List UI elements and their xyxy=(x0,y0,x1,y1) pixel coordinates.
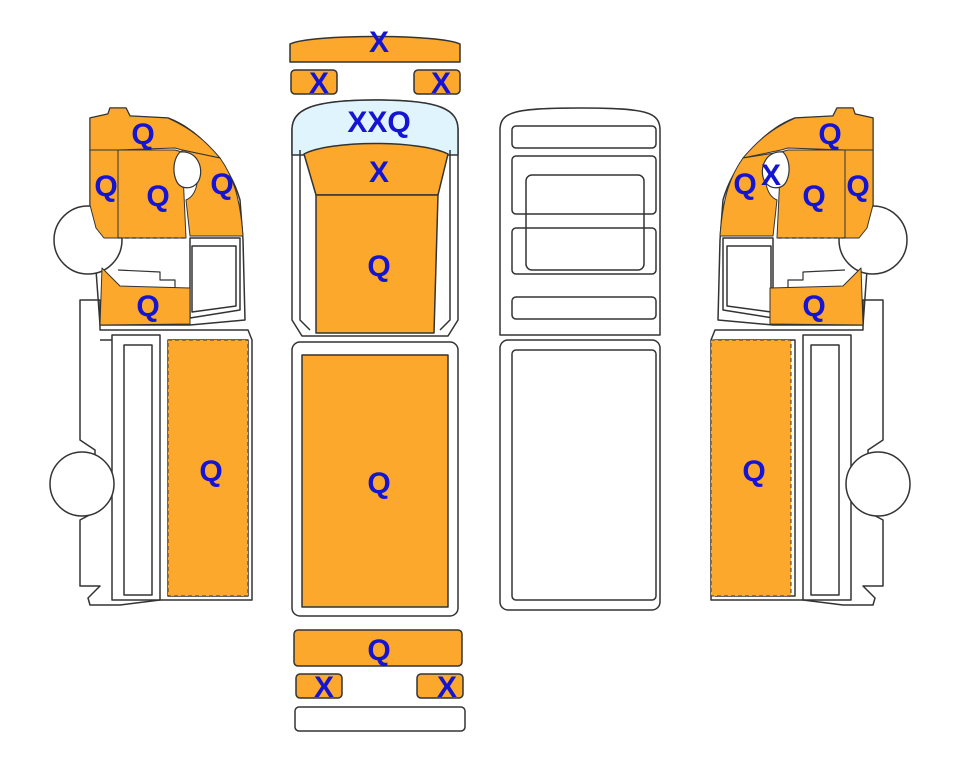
front-bumper xyxy=(289,35,461,63)
right-cab-front-label: Q xyxy=(846,170,869,203)
right-body-panel xyxy=(710,339,792,597)
left-cab-door-upper-label: Q xyxy=(146,180,169,213)
right-cab-door-lower-panel xyxy=(769,267,864,326)
left-cab-front-label: Q xyxy=(94,170,117,203)
plan-cab-outline xyxy=(499,107,661,336)
cargo-roof-label: Q xyxy=(367,467,390,500)
left-cab-door-lower-panel xyxy=(99,267,191,326)
front-left-corner-label: X xyxy=(309,67,329,100)
right-cab-top-panel xyxy=(742,107,874,159)
plan-cargo-outline xyxy=(499,339,661,611)
front-right-corner-label: X xyxy=(431,67,451,100)
windshield-label: XXQ xyxy=(347,106,410,139)
left-cab-door-upper-panel xyxy=(117,149,187,239)
plan-view xyxy=(499,107,661,611)
rear-left-corner-label: X xyxy=(314,671,334,704)
hood xyxy=(303,142,449,196)
right-rear-wheel xyxy=(845,451,911,517)
right-cab-top-label: Q xyxy=(818,118,841,151)
cab-roof-label: Q xyxy=(367,250,390,283)
left-cab-door-lower-label: Q xyxy=(136,290,159,323)
right-cab-window-q-label: Q xyxy=(733,168,756,201)
front-bumper-label: X xyxy=(369,26,389,59)
hood-label: X xyxy=(369,156,389,189)
right-cab-window-x-label: X xyxy=(761,159,781,192)
rear-bumper xyxy=(293,629,463,667)
cab-roof xyxy=(315,194,439,334)
windshield xyxy=(291,99,459,156)
left-rear-wheel xyxy=(49,451,115,517)
rear-left-corner xyxy=(295,673,343,699)
left-cab-top-label: Q xyxy=(131,118,154,151)
left-body-rail-inner xyxy=(123,344,153,596)
rear-step xyxy=(294,706,466,732)
damage-labels: Q Q Q Q Q Q X X X XXQ X Q Q Q X X Q Q X … xyxy=(94,26,869,704)
left-cab-door-frame xyxy=(191,245,237,313)
rear-right-corner xyxy=(416,673,464,699)
right-cab-door-lower-label: Q xyxy=(802,290,825,323)
left-cab-top-panel xyxy=(89,107,221,159)
top-view xyxy=(289,35,466,732)
right-body-panel-label: Q xyxy=(742,455,765,488)
front-right-corner xyxy=(413,69,461,95)
right-cab-door-upper-label: Q xyxy=(802,180,825,213)
front-left-corner xyxy=(290,69,338,95)
right-cab-door-upper-panel xyxy=(776,149,846,239)
rear-right-corner-label: X xyxy=(437,671,457,704)
left-body-panel-label: Q xyxy=(199,455,222,488)
left-body-panel xyxy=(167,339,249,597)
left-body-rail-outer xyxy=(111,334,161,601)
cargo-roof xyxy=(301,354,449,608)
rear-bumper-label: Q xyxy=(367,634,390,667)
left-cab-window-label: Q xyxy=(210,168,233,201)
